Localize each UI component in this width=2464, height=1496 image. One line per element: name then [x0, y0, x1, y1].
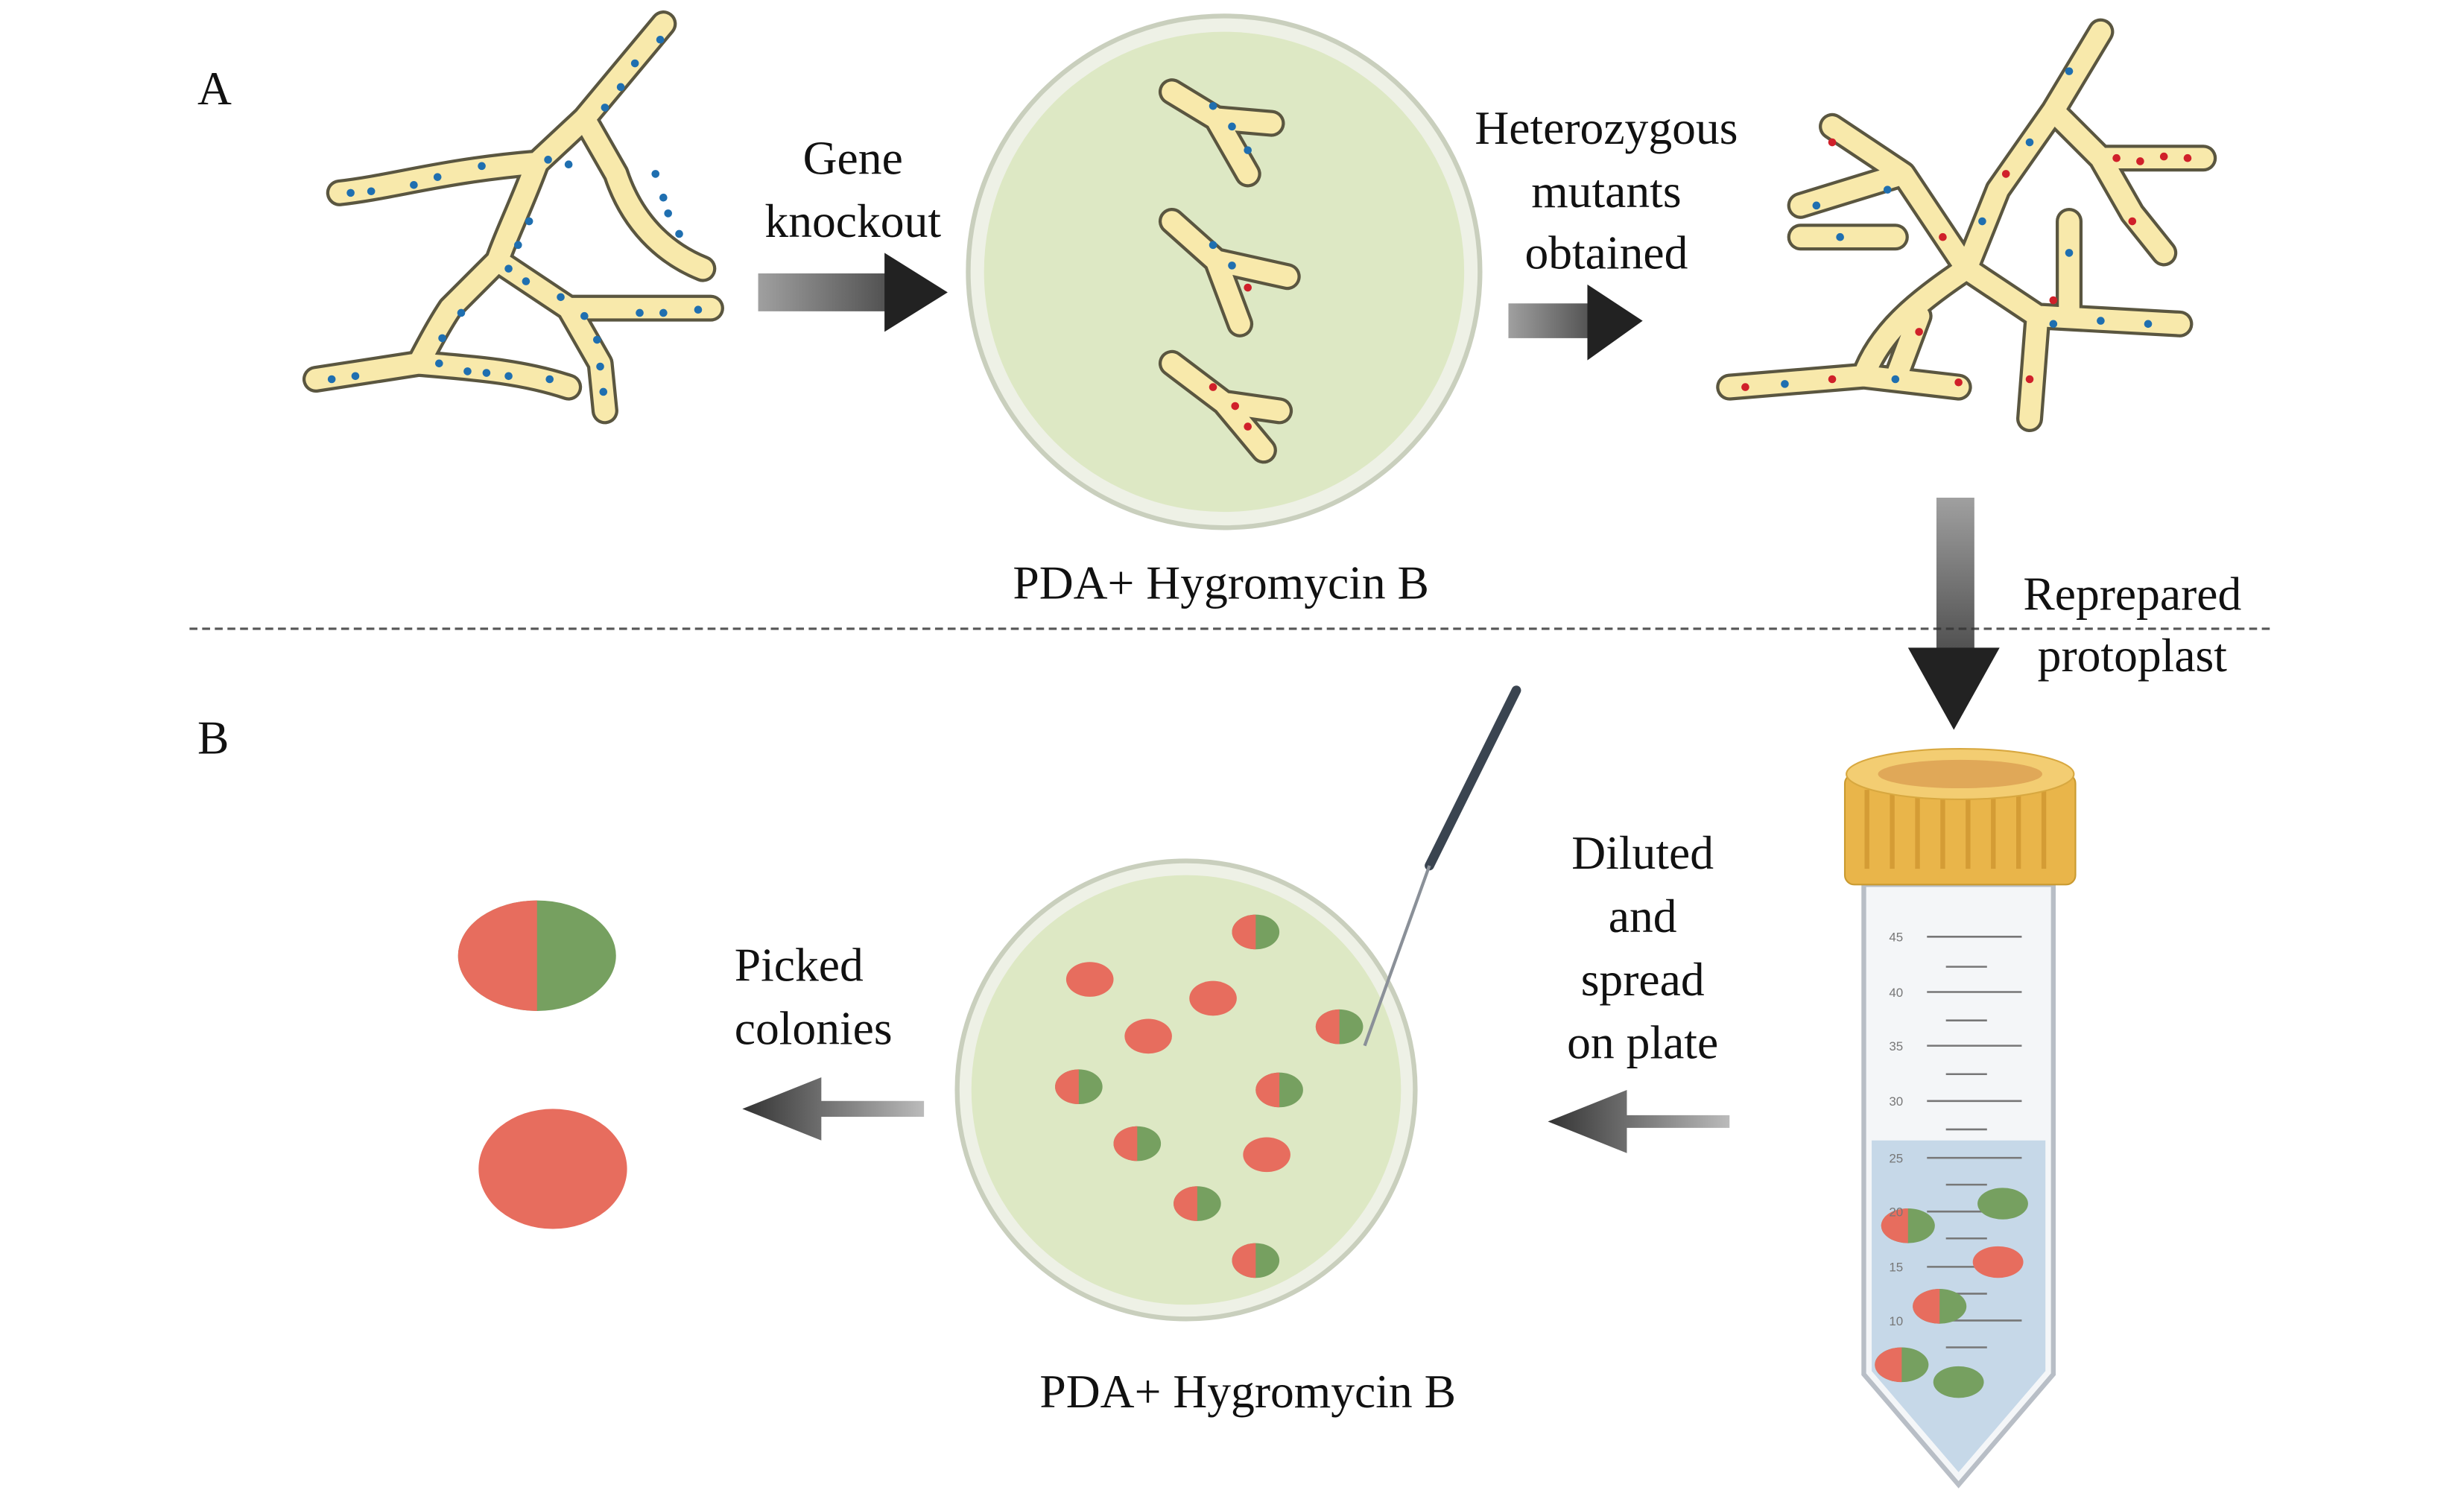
left-arrow-icon: [1548, 1089, 1730, 1153]
step-heterozygous-line1: Heterozygous: [1475, 101, 1738, 154]
step-reprepared-line1: Reprepared: [2023, 568, 2241, 621]
step-diluted-line3: spread: [1581, 953, 1705, 1006]
inoculation-needle[interactable]: [1363, 685, 1521, 1047]
step-heterozygous-line2: mutants: [1531, 165, 1681, 218]
mutant-colony: [1243, 1137, 1290, 1173]
heterozygous-colony: [1315, 1009, 1364, 1045]
panel-a-label: A: [197, 62, 232, 115]
heterozygous-colony: [1113, 1126, 1162, 1161]
plate-b-label: PDA+ Hygromycin B: [1039, 1365, 1456, 1418]
wild-type-colony: [1977, 1188, 2028, 1220]
tube-scale-25: 25: [1889, 1151, 1903, 1165]
tube-scale-35: 35: [1889, 1039, 1903, 1053]
step-diluted-line2: and: [1609, 890, 1677, 942]
mutant-colony: [478, 1109, 627, 1229]
tube-scale-15: 15: [1889, 1261, 1903, 1275]
mutant-colony: [1189, 980, 1237, 1016]
down-arrow-icon: [1907, 498, 2000, 730]
tube-protoplasts: [1875, 1188, 2028, 1398]
heterozygous-colony: [1881, 1208, 1935, 1243]
plate-a-label: PDA+ Hygromycin B: [1013, 557, 1429, 609]
step-picked-line1: Picked: [735, 939, 864, 992]
heterozygous-hyphae: [1716, 18, 2217, 433]
heterozygous-colony: [1055, 1069, 1103, 1105]
heterozygous-colony: [1232, 1243, 1280, 1278]
wild-type-colony: [1933, 1366, 1984, 1398]
heterozygous-colony: [457, 900, 616, 1011]
step-gene-knockout-line2: knockout: [764, 194, 941, 247]
heterozygous-colony: [1174, 1186, 1221, 1221]
heterozygous-colony: [1232, 914, 1280, 950]
heterozygous-colony: [1255, 1072, 1303, 1108]
plate-colonies: [1055, 914, 1364, 1278]
step-reprepared-line2: protoplast: [2038, 629, 2228, 682]
petri-dish-a: [966, 13, 1483, 530]
right-arrow-icon: [758, 253, 948, 332]
tube-scale-45: 45: [1889, 931, 1903, 945]
tube-scale-20: 20: [1889, 1205, 1903, 1220]
right-arrow-icon: [1508, 284, 1643, 361]
step-diluted-line4: on plate: [1567, 1016, 1718, 1069]
tube-scale-40: 40: [1889, 986, 1903, 1000]
mutant-colony: [1065, 962, 1114, 997]
mutant-colony: [1124, 1018, 1172, 1054]
step-gene-knockout-line1: Gene: [803, 131, 903, 184]
heterozygous-colony: [1913, 1289, 1967, 1324]
centrifuge-tube: 45 40 35 30 25 20 15 10: [1843, 748, 2077, 1489]
heterozygous-colony: [1875, 1347, 1929, 1383]
picked-colonies: [457, 900, 627, 1229]
mutant-colony: [1972, 1246, 2024, 1278]
step-heterozygous-line3: obtained: [1524, 226, 1688, 279]
wild-type-hyphae: [302, 10, 724, 425]
petri-dish-b: [954, 858, 1418, 1322]
left-arrow-icon: [742, 1077, 925, 1141]
step-diluted-line1: Diluted: [1571, 826, 1714, 879]
tube-scale-10: 10: [1889, 1314, 1903, 1328]
panel-b-label: B: [197, 711, 229, 764]
step-picked-line2: colonies: [735, 1001, 893, 1054]
tube-scale-30: 30: [1889, 1094, 1903, 1109]
